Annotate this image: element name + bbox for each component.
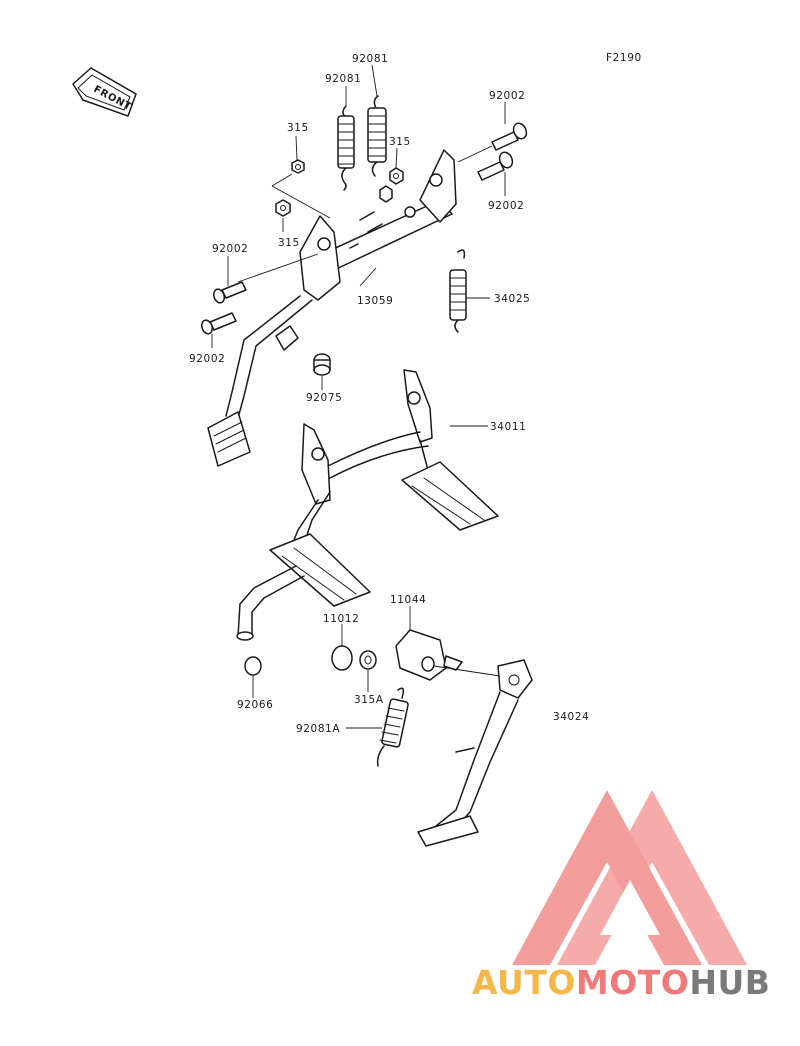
spring-34025 xyxy=(449,249,467,333)
label-11012: 11012 xyxy=(323,613,359,625)
label-13059: 13059 xyxy=(357,295,393,307)
nut-315-right xyxy=(389,167,404,185)
leader-lines xyxy=(211,64,506,729)
nut-315-upper xyxy=(291,159,305,174)
watermark-auto: AUTO xyxy=(472,963,576,1002)
label-34024: 34024 xyxy=(553,711,589,723)
cap-92075 xyxy=(313,353,331,376)
label-315-upper: 315 xyxy=(287,122,309,134)
watermark-text: AUTOMOTOHUB xyxy=(472,963,770,1002)
figure-code: F2190 xyxy=(606,52,642,64)
front-arrow-icon: FRONT xyxy=(72,67,137,117)
watermark-hub: HUB xyxy=(689,963,770,1002)
brake-pedal xyxy=(207,295,313,467)
label-92002-upper-right: 92002 xyxy=(489,90,525,102)
watermark-logo-icon xyxy=(512,790,747,965)
label-315a: 315A xyxy=(354,694,384,706)
spring-92081a xyxy=(376,687,409,767)
side-stand-34024 xyxy=(417,659,533,847)
main-stand-34011 xyxy=(236,369,499,641)
label-92002-upper-left: 92002 xyxy=(212,243,248,255)
bolt-92002-upper-right xyxy=(491,122,528,151)
bolt-92002-lower-left xyxy=(200,312,237,335)
collar-11012 xyxy=(331,645,353,671)
bolt-92002-upper-left xyxy=(212,281,247,304)
label-315-right: 315 xyxy=(389,136,411,148)
cap-92066 xyxy=(244,656,262,676)
label-92081-side: 92081 xyxy=(325,73,361,85)
bracket-11044 xyxy=(395,629,463,681)
label-92081-top: 92081 xyxy=(352,53,388,65)
label-92066: 92066 xyxy=(237,699,273,711)
label-34025: 34025 xyxy=(494,293,530,305)
nut-small-mid xyxy=(379,185,393,203)
label-92075: 92075 xyxy=(306,392,342,404)
shaft-13059 xyxy=(299,149,457,301)
label-92002-lower-left: 92002 xyxy=(189,353,225,365)
bolt-92002-lower-right xyxy=(477,151,514,181)
spring-92081-top xyxy=(367,95,387,177)
washer-315a xyxy=(359,650,377,670)
watermark-moto: MOTO xyxy=(576,963,689,1002)
label-34011: 34011 xyxy=(490,421,526,433)
label-92002-lower-right: 92002 xyxy=(488,200,524,212)
spring-92081-side xyxy=(337,105,355,191)
nut-315-lower xyxy=(275,199,291,217)
label-11044: 11044 xyxy=(390,594,426,606)
label-92081a: 92081A xyxy=(296,723,340,735)
label-315-lower: 315 xyxy=(278,237,300,249)
